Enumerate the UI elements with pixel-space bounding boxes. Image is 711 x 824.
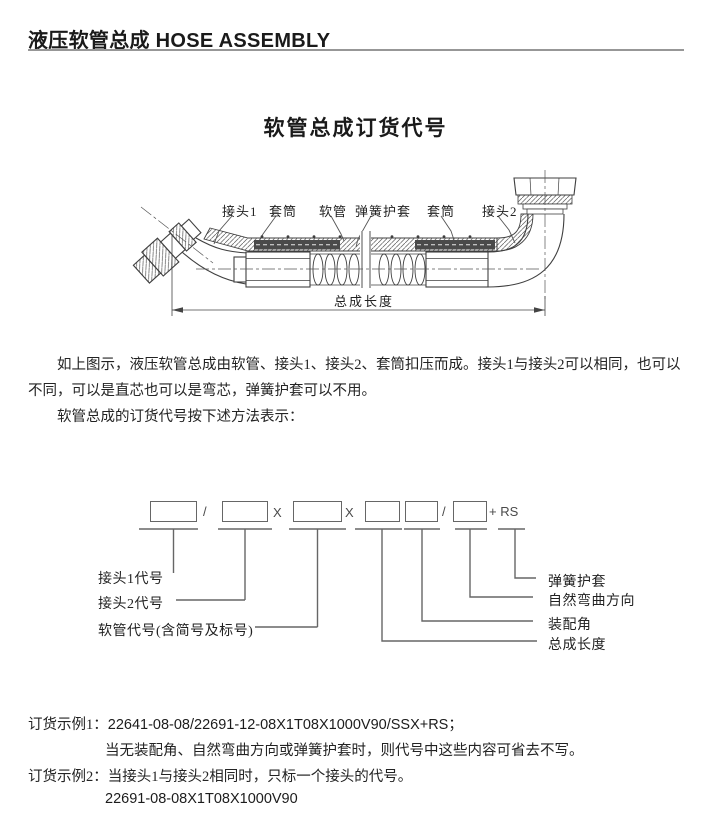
- fitting-2-drawing: [487, 177, 577, 288]
- example-1-row: 订货示例1：22641-08-08/22691-12-08X1T08X1000V…: [28, 713, 463, 734]
- example-2-row: 订货示例2：当接头1与接头2相同时，只标一个接头的代号。: [28, 765, 412, 786]
- header-divider: [28, 49, 684, 51]
- center-lines: [140, 170, 546, 300]
- example-2-note: 当接头1与接头2相同时，只标一个接头的代号。: [107, 769, 413, 785]
- spring-guard-drawing: [310, 253, 426, 286]
- example-1-label: 订货示例1：: [28, 717, 108, 733]
- break-lines: [360, 231, 371, 288]
- part-label-fitting-1: 接头1: [222, 204, 258, 219]
- separator-slash-1: /: [203, 504, 207, 519]
- suffix-rs: + RS: [489, 504, 519, 519]
- part-label-sleeve-1: 套筒: [269, 204, 298, 219]
- section-title: 软管总成订货代号: [263, 117, 448, 140]
- fitting-1-drawing: [132, 218, 249, 285]
- code-box-length: [365, 501, 400, 522]
- paragraph-code-intro: 软管总成的订货代号按下述方法表示：: [57, 409, 304, 425]
- dimension-label-total-length: 总成长度: [334, 294, 395, 309]
- label-total-length: 总成长度: [548, 638, 606, 653]
- sleeve-2-drawing: [425, 251, 489, 288]
- part-label-fitting-2: 接头2: [482, 204, 518, 219]
- part-label-spring-guard: 弹簧护套: [355, 204, 412, 219]
- separator-x-2: X: [345, 505, 354, 520]
- page-title: 液压软管总成 HOSE ASSEMBLY: [28, 30, 331, 52]
- example-1-note: 当无装配角、自然弯曲方向或弹簧护套时，则代号中这些内容可省去不写。: [105, 743, 584, 759]
- part-leader-lines: [213, 215, 516, 248]
- separator-slash-2: /: [442, 504, 446, 519]
- example-2-label: 订货示例2：: [28, 769, 108, 785]
- braid-dots: [260, 235, 472, 239]
- label-fitting2-code: 接头2代号: [98, 597, 164, 612]
- example-1-code: 22641-08-08/22691-12-08X1T08X1000V90/SSX…: [107, 717, 463, 733]
- example-2-code: 22691-08-08X1T08X1000V90: [105, 791, 298, 807]
- body-text-block: 如上图示，液压软管总成由软管、接头1、接头2、套筒扣压而成。接头1与接头2可以相…: [28, 352, 686, 430]
- label-bend-direction: 自然弯曲方向: [548, 594, 635, 609]
- label-assembly-angle: 装配角: [548, 618, 592, 633]
- code-box-assembly-angle: [405, 501, 438, 522]
- code-box-hose: [293, 501, 342, 522]
- sleeve-1-drawing: [233, 251, 311, 288]
- label-fitting1-code: 接头1代号: [98, 572, 164, 587]
- label-hose-code: 软管代号(含简号及标号): [98, 624, 254, 639]
- code-box-bend-direction: [453, 501, 487, 522]
- hose-section-band: [203, 227, 498, 252]
- separator-x-1: X: [273, 505, 282, 520]
- code-box-fitting1: [150, 501, 197, 522]
- paragraph-description: 如上图示，液压软管总成由软管、接头1、接头2、套筒扣压而成。接头1与接头2可以相…: [28, 357, 681, 399]
- label-spring-guard: 弹簧护套: [548, 575, 606, 590]
- code-box-fitting2: [222, 501, 268, 522]
- part-label-sleeve-2: 套筒: [427, 204, 456, 219]
- part-label-hose: 软管: [319, 204, 348, 219]
